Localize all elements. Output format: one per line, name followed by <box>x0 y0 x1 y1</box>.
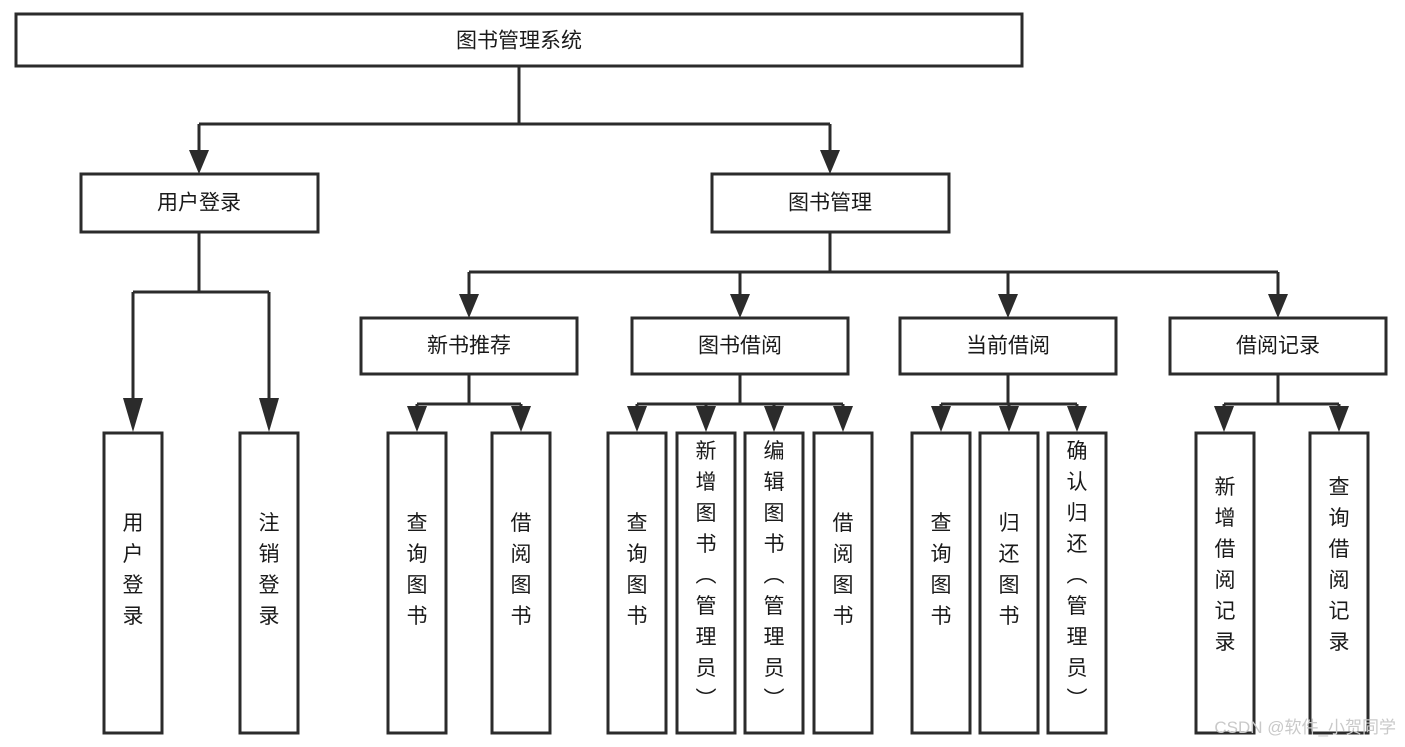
node-l3-query-book-c-box[interactable] <box>910 431 972 735</box>
node-current-borrow-box[interactable] <box>898 316 1118 376</box>
node-l3-logout[interactable]: 注销登录 <box>238 431 300 735</box>
node-user-login[interactable]: 用户登录 <box>79 172 320 234</box>
arrowhead-add-book <box>696 406 716 432</box>
node-l3-edit-book[interactable]: 编辑图书︵管理员︶ <box>743 431 805 735</box>
node-l3-add-record[interactable]: 新增借阅记录 <box>1194 431 1256 735</box>
node-l3-add-record-box[interactable] <box>1194 431 1256 735</box>
node-book-mgmt-label: 图书管理 <box>788 192 872 215</box>
node-l3-add-book[interactable]: 新增图书︵管理员︶ <box>675 431 737 735</box>
arrowhead-query-record <box>1329 406 1349 432</box>
node-l3-query-book-c-label: 查询图书 <box>931 512 952 628</box>
arrowhead-confirm-return <box>1067 406 1087 432</box>
node-l3-borrow-book-a-box[interactable] <box>490 431 552 735</box>
arrowhead-l3-user-login <box>123 398 143 432</box>
arrowhead-return-book <box>999 406 1019 432</box>
node-l3-return-book-label: 归还图书 <box>999 512 1020 628</box>
arrowhead-query-book-b <box>627 406 647 432</box>
csdn-watermark: CSDN @软件_小贺同学 <box>1214 718 1396 737</box>
node-l3-confirm-return-label: 确认归还︵管理员︶ <box>1067 440 1088 711</box>
arrowhead-current-borrow <box>998 294 1018 318</box>
node-l3-query-book-b-label: 查询图书 <box>627 512 648 628</box>
node-book-borrow[interactable]: 图书借阅 <box>630 316 850 376</box>
node-l3-add-book-label: 新增图书︵管理员︶ <box>696 440 717 711</box>
node-l3-add-record-label: 新增借阅记录 <box>1215 476 1236 654</box>
node-current-borrow[interactable]: 当前借阅 <box>898 316 1118 376</box>
node-borrow-record-label: 借阅记录 <box>1236 335 1320 358</box>
arrowhead-query-book-c <box>931 406 951 432</box>
node-l3-borrow-book-a[interactable]: 借阅图书 <box>490 431 552 735</box>
node-l3-return-book[interactable]: 归还图书 <box>978 431 1040 735</box>
node-l3-confirm-return-box[interactable] <box>1046 431 1108 735</box>
node-borrow-record-box[interactable] <box>1168 316 1388 376</box>
node-current-borrow-label: 当前借阅 <box>966 335 1050 358</box>
arrowhead-book-mgmt <box>820 150 840 174</box>
node-user-login-label: 用户登录 <box>157 192 241 215</box>
arrowhead-user-login <box>189 150 209 174</box>
node-new-book-rec-box[interactable] <box>359 316 579 376</box>
node-l3-query-book-a[interactable]: 查询图书 <box>386 431 448 735</box>
arrowhead-borrow-record <box>1268 294 1288 318</box>
arrowhead-book-borrow <box>730 294 750 318</box>
arrowhead-borrow-book-a <box>511 406 531 432</box>
node-l3-borrow-book-a-label: 借阅图书 <box>511 512 532 628</box>
arrowhead-borrow-book-b <box>833 406 853 432</box>
arrowhead-query-book-a <box>407 406 427 432</box>
node-l3-return-book-box[interactable] <box>978 431 1040 735</box>
node-l3-query-book-a-box[interactable] <box>386 431 448 735</box>
arrowhead-edit-book <box>764 406 784 432</box>
node-l3-edit-book-box[interactable] <box>743 431 805 735</box>
node-new-book-rec-label: 新书推荐 <box>427 335 511 358</box>
node-root-box[interactable] <box>14 12 1024 68</box>
node-root-label: 图书管理系统 <box>456 30 582 53</box>
node-l3-query-book-c[interactable]: 查询图书 <box>910 431 972 735</box>
node-l3-query-record-box[interactable] <box>1308 431 1370 735</box>
node-l3-query-book-b[interactable]: 查询图书 <box>606 431 668 735</box>
node-l3-borrow-book-b-label: 借阅图书 <box>833 512 854 628</box>
node-l3-edit-book-label: 编辑图书︵管理员︶ <box>764 440 785 711</box>
node-book-mgmt[interactable]: 图书管理 <box>710 172 951 234</box>
node-root[interactable]: 图书管理系统 <box>14 12 1024 68</box>
node-l3-user-login[interactable]: 用户登录 <box>102 431 164 735</box>
connector-layer <box>123 66 1349 432</box>
node-new-book-rec[interactable]: 新书推荐 <box>359 316 579 376</box>
node-l3-borrow-book-b-box[interactable] <box>812 431 874 735</box>
node-l3-query-record-label: 查询借阅记录 <box>1329 476 1350 654</box>
node-book-borrow-label: 图书借阅 <box>698 335 782 358</box>
node-l3-confirm-return[interactable]: 确认归还︵管理员︶ <box>1046 431 1108 735</box>
node-l3-query-book-a-label: 查询图书 <box>407 512 428 628</box>
arrowhead-new-book-rec <box>459 294 479 318</box>
node-l3-query-record[interactable]: 查询借阅记录 <box>1308 431 1370 735</box>
node-book-mgmt-box[interactable] <box>710 172 951 234</box>
node-l3-add-book-box[interactable] <box>675 431 737 735</box>
node-l3-borrow-book-b[interactable]: 借阅图书 <box>812 431 874 735</box>
node-user-login-box[interactable] <box>79 172 320 234</box>
node-l3-query-book-b-box[interactable] <box>606 431 668 735</box>
node-borrow-record[interactable]: 借阅记录 <box>1168 316 1388 376</box>
node-l3-logout-label: 注销登录 <box>259 512 280 628</box>
node-l3-logout-box[interactable] <box>238 431 300 735</box>
arrowhead-add-record <box>1214 406 1234 432</box>
node-l3-user-login-box[interactable] <box>102 431 164 735</box>
arrowhead-l3-logout <box>259 398 279 432</box>
node-book-borrow-box[interactable] <box>630 316 850 376</box>
node-l3-user-login-label: 用户登录 <box>123 512 144 628</box>
